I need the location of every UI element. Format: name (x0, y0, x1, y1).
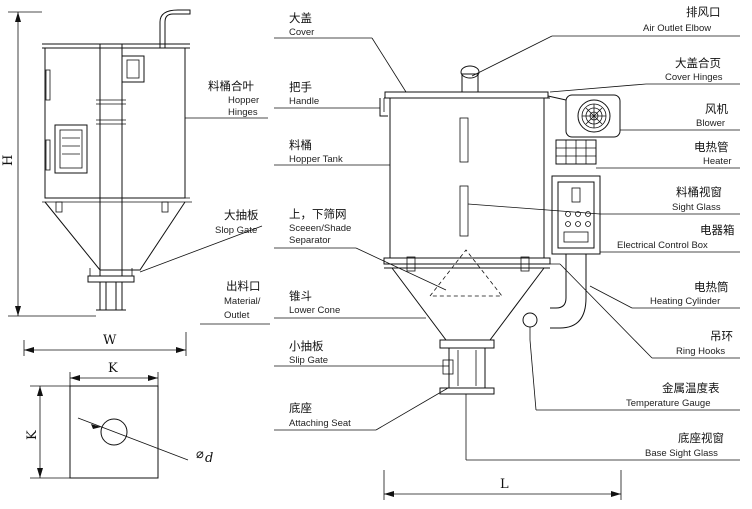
svg-text:Hinges: Hinges (228, 107, 258, 118)
label-temp-gauge: 金属温度表 Temperature Gauge (529, 339, 740, 411)
svg-text:Slop Gate: Slop Gate (215, 225, 257, 236)
plan-view: ⌀ d K K (25, 361, 213, 479)
label-ring-hooks: 吊环 Ring Hooks (559, 263, 740, 359)
svg-text:大抽板: 大抽板 (224, 208, 259, 222)
dim-K-side-label: K (25, 430, 40, 440)
svg-text:Sight Glass: Sight Glass (672, 202, 721, 213)
label-hopper-hinges: 料桶合叶 Hopper Hinges (185, 79, 268, 119)
dimension-L: L (383, 470, 622, 500)
svg-text:上，下筛网: 上，下筛网 (289, 207, 347, 221)
dim-H-label: H (1, 155, 16, 166)
label-handle: 把手 Handle (274, 80, 380, 109)
right-main-view (379, 65, 621, 395)
svg-text:底座视窗: 底座视窗 (678, 431, 724, 445)
left-elevation-view (42, 9, 192, 311)
dim-L-label: L (500, 477, 509, 492)
svg-text:电热筒: 电热筒 (694, 280, 729, 294)
svg-text:风机: 风机 (705, 102, 728, 116)
svg-text:Base Sight Glass: Base Sight Glass (645, 448, 718, 459)
svg-text:Electrical Control Box: Electrical Control Box (617, 240, 708, 251)
svg-text:料桶合叶: 料桶合叶 (208, 79, 254, 93)
label-heating-cylinder: 电热筒 Heating Cylinder (589, 280, 740, 309)
svg-text:Attaching Seat: Attaching Seat (289, 418, 351, 429)
label-attaching-seat: 底座 Attaching Seat (274, 387, 449, 431)
dim-K-top-label: K (108, 361, 118, 376)
svg-text:Cover Hinges: Cover Hinges (665, 72, 723, 83)
svg-text:大盖: 大盖 (289, 11, 312, 25)
svg-text:Blower: Blower (696, 118, 725, 129)
svg-text:大盖合页: 大盖合页 (675, 56, 721, 70)
svg-text:Temperature Gauge: Temperature Gauge (626, 398, 711, 409)
svg-text:吊环: 吊环 (710, 329, 733, 343)
svg-text:底座: 底座 (289, 401, 312, 415)
svg-text:料桶视窗: 料桶视窗 (676, 185, 722, 199)
svg-text:Slip Gate: Slip Gate (289, 355, 328, 366)
svg-text:Hopper Tank: Hopper Tank (289, 154, 343, 165)
dim-W-label: W (103, 333, 117, 348)
svg-text:Heating Cylinder: Heating Cylinder (650, 296, 720, 307)
label-lower-cone: 锥斗 Lower Cone (274, 289, 426, 319)
svg-text:Hopper: Hopper (228, 95, 259, 106)
svg-text:Outlet: Outlet (224, 310, 250, 321)
label-blower: 风机 Blower (620, 102, 740, 131)
svg-text:Handle: Handle (289, 96, 319, 107)
svg-text:小抽板: 小抽板 (289, 339, 324, 353)
label-hopper-tank: 料桶 Hopper Tank (274, 138, 390, 166)
svg-text:金属温度表: 金属温度表 (662, 381, 720, 395)
label-cover: 大盖 Cover (274, 11, 407, 93)
svg-text:Ring Hooks: Ring Hooks (676, 346, 725, 357)
svg-text:锥斗: 锥斗 (289, 289, 312, 303)
svg-text:Lower Cone: Lower Cone (289, 305, 340, 316)
svg-text:电热管: 电热管 (694, 140, 729, 154)
label-slop-gate: 大抽板 Slop Gate (139, 208, 263, 273)
label-slip-gate: 小抽板 Slip Gate (274, 339, 443, 367)
svg-text:Separator: Separator (289, 235, 331, 246)
label-air-outlet-elbow: 排风口 Air Outlet Elbow (471, 5, 740, 77)
svg-text:Heater: Heater (703, 156, 732, 167)
label-material-outlet: 出料口 Material/ Outlet (200, 279, 270, 325)
label-electrical-box: 电器箱 Electrical Control Box (600, 223, 740, 253)
svg-text:把手: 把手 (289, 80, 312, 94)
dimension-W: W (23, 332, 187, 356)
label-cover-hinges: 大盖合页 Cover Hinges (549, 56, 740, 93)
dim-phi-label: ⌀ (196, 447, 204, 462)
svg-text:排风口: 排风口 (686, 5, 721, 19)
svg-text:Air Outlet Elbow: Air Outlet Elbow (643, 23, 711, 34)
dim-d-label: d (205, 451, 213, 466)
svg-text:Cover: Cover (289, 27, 314, 38)
label-heater: 电热管 Heater (596, 140, 740, 169)
label-base-sight-glass: 底座视窗 Base Sight Glass (465, 394, 740, 461)
svg-text:Material/: Material/ (224, 296, 261, 307)
svg-text:料桶: 料桶 (289, 138, 312, 152)
svg-text:出料口: 出料口 (226, 279, 261, 293)
svg-text:Sceeen/Shade: Sceeen/Shade (289, 223, 351, 234)
label-sight-glass: 料桶视窗 Sight Glass (467, 185, 740, 215)
label-separator: 上，下筛网 Sceeen/Shade Separator (274, 207, 447, 291)
svg-text:电器箱: 电器箱 (700, 223, 735, 237)
dimension-H: H (1, 11, 96, 317)
